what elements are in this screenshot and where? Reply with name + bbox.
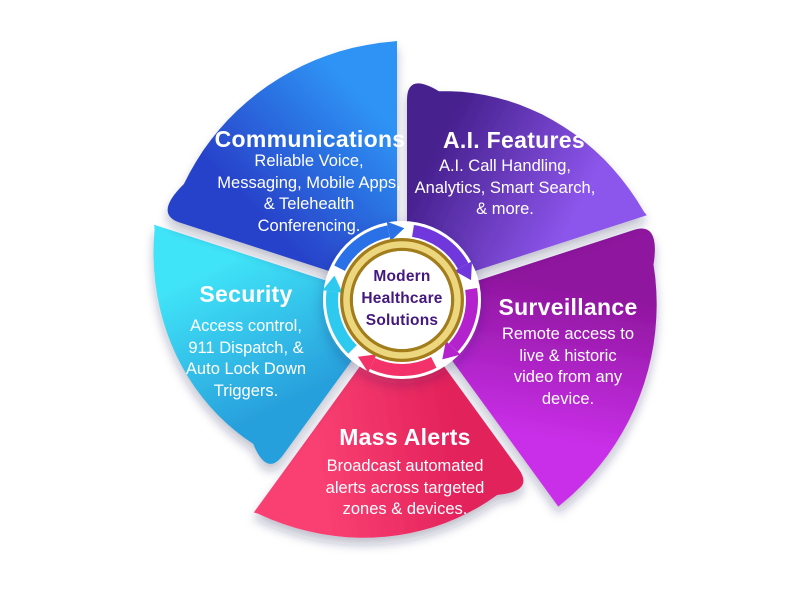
- segment-title-mass-alerts: Mass Alerts: [339, 424, 471, 450]
- cycle-arrow-communications: [334, 225, 390, 272]
- segment-desc-surveillance: Remote access to live & historic video f…: [501, 325, 635, 408]
- segment-desc-communications: Reliable Voice, Messaging, Mobile Apps, …: [217, 152, 401, 235]
- petal-mass-alerts: [253, 302, 524, 538]
- center-title-line1: Modern: [373, 268, 431, 285]
- cycle-arrowhead-surveillance: [442, 340, 461, 360]
- cycle-arrow-surveillance: [448, 288, 478, 352]
- cycle-arrowhead-security: [322, 275, 343, 293]
- petal-communications: [167, 41, 404, 300]
- cycle-arrow-ai-features: [411, 224, 469, 270]
- segment-desc-ai-features: A.I. Call Handling, Analytics, Smart Sea…: [414, 157, 596, 218]
- segment-title-ai-features: A.I. Features: [443, 127, 585, 153]
- segment-title-communications: Communications: [214, 126, 406, 152]
- segment-desc-mass-alerts: Broadcast automated alerts across target…: [325, 457, 485, 518]
- gold-ring-highlight: [343, 241, 461, 359]
- cycle-arrowhead-ai-features: [454, 261, 472, 281]
- petal-ai-features: [400, 83, 647, 300]
- cycle-arrow-mass-alerts: [369, 356, 437, 376]
- center-inner-disc: [353, 251, 451, 349]
- segment-title-surveillance: Surveillance: [498, 294, 638, 320]
- segment-desc-security: Access control, 911 Dispatch, & Auto Loc…: [185, 317, 307, 400]
- center-hub: [322, 221, 481, 379]
- center-title-line3: Solutions: [365, 312, 439, 329]
- center-title-line2: Healthcare: [361, 290, 443, 307]
- cycle-arrow-security: [326, 290, 357, 354]
- cycle-arrowhead-mass-alerts: [357, 354, 377, 373]
- petal-security: [153, 224, 401, 464]
- segment-title-security: Security: [199, 281, 293, 307]
- cycle-arrowhead-communications: [386, 221, 405, 242]
- center-title: Modern Healthcare Solutions: [327, 266, 477, 332]
